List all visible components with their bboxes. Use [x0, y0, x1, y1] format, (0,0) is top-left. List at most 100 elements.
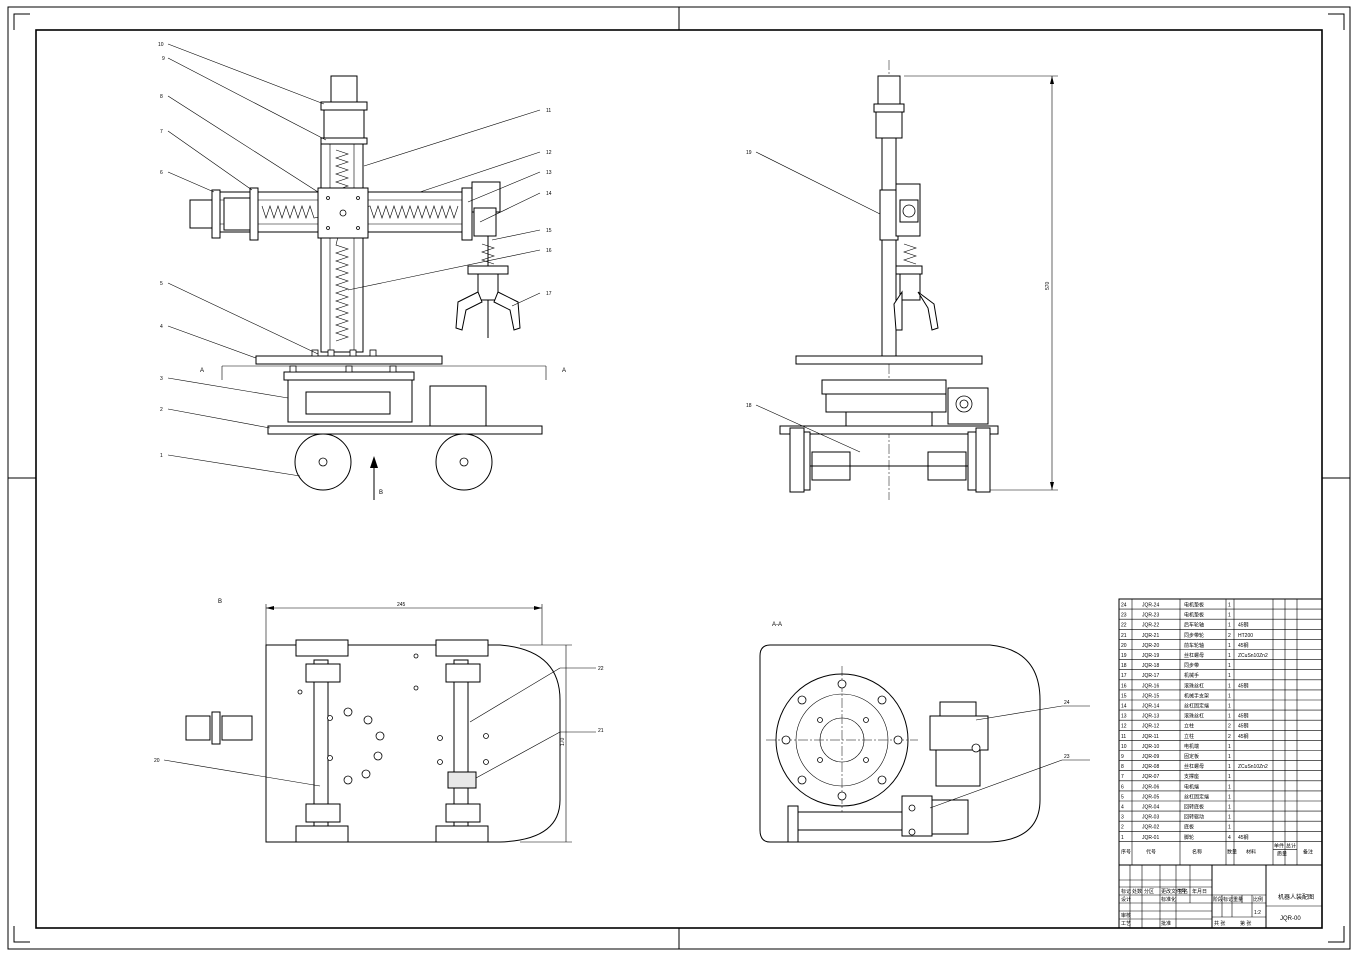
parts-row-no: 16: [1121, 683, 1127, 689]
parts-row-material: 45钢: [1238, 723, 1249, 730]
parts-row-name: 机械手支架: [1184, 692, 1209, 699]
balloon-6: 6: [160, 170, 163, 176]
parts-row-name: 同步带轮: [1184, 632, 1204, 639]
parts-row-qty: 4: [1228, 835, 1231, 841]
parts-row-name: 丝杠螺母: [1184, 652, 1204, 659]
parts-row-qty: 2: [1228, 633, 1231, 639]
parts-row-no: 14: [1121, 704, 1127, 710]
tb-review: 审核: [1121, 912, 1131, 919]
drawing-number: JQR-00: [1280, 916, 1301, 922]
balloon-16: 16: [546, 248, 552, 254]
parts-row-name: 电机端: [1184, 743, 1199, 750]
parts-row-qty: 1: [1228, 663, 1231, 669]
parts-row-name: 支撑座: [1184, 773, 1199, 780]
parts-row-code: JQR-03: [1142, 815, 1159, 821]
section-mark-a-left: A: [200, 368, 204, 374]
sheet-border: [7, 6, 1351, 950]
parts-row-qty: 1: [1228, 603, 1231, 609]
parts-row-no: 12: [1121, 724, 1127, 730]
parts-row-no: 21: [1121, 633, 1127, 639]
parts-row-code: JQR-24: [1142, 603, 1159, 609]
parts-row-name: 回转驱动: [1184, 814, 1204, 821]
parts-row-qty: 2: [1228, 734, 1231, 740]
parts-row-qty: 1: [1228, 805, 1231, 811]
dimension-height: 570: [1045, 281, 1051, 290]
balloon-10: 10: [158, 42, 164, 48]
tb-sheet: 第 张: [1240, 920, 1251, 927]
balloon-14: 14: [546, 191, 552, 197]
parts-row-no: 13: [1121, 714, 1127, 720]
balloon-11: 11: [546, 108, 551, 114]
balloon-3: 3: [160, 376, 163, 382]
parts-row-qty: 1: [1228, 653, 1231, 659]
parts-row-code: JQR-23: [1142, 613, 1159, 619]
front-view-balloons: 10 9 8 7 6 5 4 3 2 1 11 12 13 14 15 16 1…: [158, 42, 552, 459]
parts-row-code: JQR-07: [1142, 774, 1159, 780]
parts-row-name: 立柱: [1184, 733, 1194, 740]
parts-row-code: JQR-12: [1142, 724, 1159, 730]
parts-row-qty: 1: [1228, 693, 1231, 699]
parts-row-no: 18: [1121, 663, 1127, 669]
balloon-19: 19: [746, 150, 752, 156]
parts-row-material: ZCuSn10Zn2: [1238, 764, 1268, 770]
balloon-12: 12: [546, 150, 552, 156]
parts-row-qty: 1: [1228, 794, 1231, 800]
balloon-22: 22: [598, 666, 604, 672]
parts-row-no: 10: [1121, 744, 1127, 750]
parts-row-qty: 2: [1228, 724, 1231, 730]
balloon-8: 8: [160, 94, 163, 100]
tb-process: 工艺: [1121, 921, 1131, 927]
parts-row-qty: 1: [1228, 744, 1231, 750]
tb-count: 处数: [1132, 888, 1142, 895]
balloon-20: 20: [154, 758, 160, 764]
parts-row-code: JQR-02: [1142, 825, 1159, 831]
parts-row-no: 20: [1121, 643, 1127, 649]
parts-row-qty: 1: [1228, 623, 1231, 629]
parts-row-qty: 1: [1228, 673, 1231, 679]
parts-row-code: JQR-08: [1142, 764, 1159, 770]
parts-row-material: 45钢: [1238, 642, 1249, 649]
parts-row-name: 回转底板: [1184, 804, 1204, 811]
parts-row-qty: 1: [1228, 774, 1231, 780]
parts-row-name: 固定板: [1184, 753, 1199, 760]
parts-row-code: JQR-21: [1142, 633, 1159, 639]
tb-change-doc: 更改文件号: [1161, 888, 1186, 895]
parts-row-no: 3: [1121, 815, 1124, 821]
parts-row-name: 丝杠螺母: [1184, 763, 1204, 770]
title-block: 标记 处数 分区 更改文件号 签名 年月日 设计 标准化 阶段标记 重量 比例 …: [1118, 864, 1323, 929]
parts-row-name: 脚轮: [1184, 834, 1194, 841]
parts-row-no: 6: [1121, 784, 1124, 790]
dimension-width: 245: [397, 602, 406, 608]
balloon-21: 21: [598, 728, 604, 734]
parts-row-material: 45钢: [1238, 682, 1249, 689]
parts-row-name: 机械手: [1184, 672, 1199, 679]
front-view-leaders: [167, 43, 541, 477]
tb-stage-mark: 阶段标记: [1213, 896, 1233, 903]
balloon-5: 5: [160, 281, 163, 287]
parts-header-qty: 数量: [1227, 848, 1237, 855]
balloon-2: 2: [160, 407, 163, 413]
view-a-a-title: A-A: [772, 622, 782, 628]
parts-row-no: 8: [1121, 764, 1124, 770]
parts-header-unit: 单件: [1274, 842, 1284, 849]
parts-row-no: 23: [1121, 613, 1127, 619]
parts-row-qty: 1: [1228, 613, 1231, 619]
parts-row-no: 9: [1121, 754, 1124, 760]
parts-row-code: JQR-01: [1142, 835, 1159, 841]
vertical-ball-screw: [335, 149, 349, 342]
parts-row-code: JQR-17: [1142, 673, 1159, 679]
parts-header-material: 材料: [1246, 848, 1256, 855]
tb-scale: 1:2: [1254, 910, 1261, 916]
parts-row-code: JQR-15: [1142, 693, 1159, 699]
view-b: B 245 170: [154, 599, 604, 843]
view-a-a: A-A 24 23: [759, 622, 1090, 843]
parts-row-code: JQR-16: [1142, 683, 1159, 689]
parts-header-no: 序号: [1121, 848, 1131, 855]
parts-row-code: JQR-13: [1142, 714, 1159, 720]
parts-row-material: 45钢: [1238, 834, 1249, 841]
parts-row-code: JQR-11: [1142, 734, 1159, 740]
tb-ratio: 比例: [1253, 896, 1263, 903]
tb-approve: 批准: [1161, 920, 1171, 927]
parts-row-material: 45钢: [1238, 733, 1249, 740]
parts-row-material: 45钢: [1238, 713, 1249, 720]
